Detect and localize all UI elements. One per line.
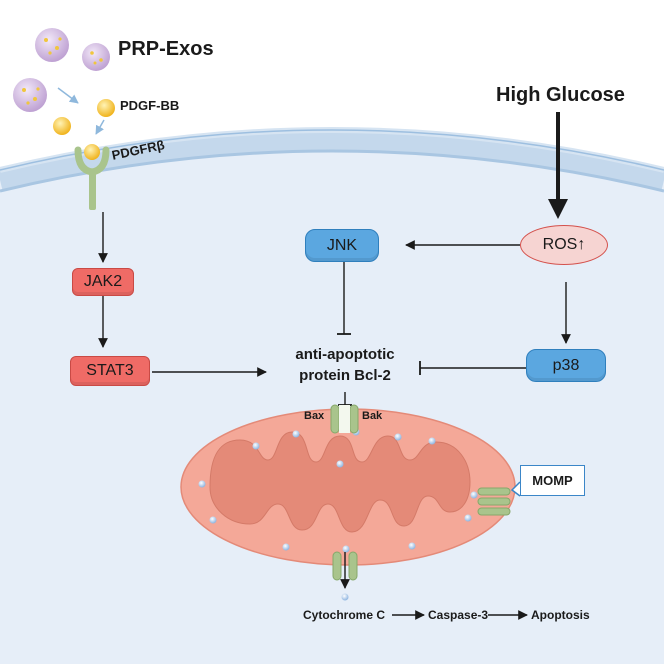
caspase-3-label: Caspase-3 bbox=[428, 608, 489, 622]
stat3-node: STAT3 bbox=[70, 356, 150, 386]
exosome-vesicles bbox=[13, 28, 110, 135]
pdgf-bb-label: PDGF-BB bbox=[120, 98, 180, 113]
pdgf-bb-ligands bbox=[53, 99, 115, 160]
jnk-node: JNK bbox=[305, 229, 379, 262]
protein-dots bbox=[198, 428, 478, 601]
mitochondrion bbox=[180, 408, 516, 566]
bax-label: Bax bbox=[304, 410, 325, 422]
jak2-node: JAK2 bbox=[72, 268, 134, 296]
cytochrome-c-label: Cytochrome C bbox=[303, 608, 386, 622]
prp-exos-label: PRP-Exos bbox=[118, 38, 214, 60]
momp-callout: MOMP bbox=[520, 465, 585, 496]
apoptosis-label: Apoptosis bbox=[531, 608, 590, 622]
bak-label: Bak bbox=[362, 410, 383, 422]
cell-membrane bbox=[0, 127, 664, 664]
bcl2-label-line1: anti-apoptotic bbox=[295, 346, 395, 363]
momp-channel bbox=[477, 487, 511, 516]
cytochrome-release-channel bbox=[332, 551, 358, 589]
high-glucose-label: High Glucose bbox=[496, 84, 625, 106]
bax-bak-channel bbox=[330, 404, 359, 434]
bcl2-label-line2: protein Bcl-2 bbox=[299, 367, 391, 384]
p38-node: p38 bbox=[526, 349, 606, 382]
ros-node: ROS↑ bbox=[520, 225, 608, 265]
pdgfr-receptor bbox=[74, 146, 110, 210]
